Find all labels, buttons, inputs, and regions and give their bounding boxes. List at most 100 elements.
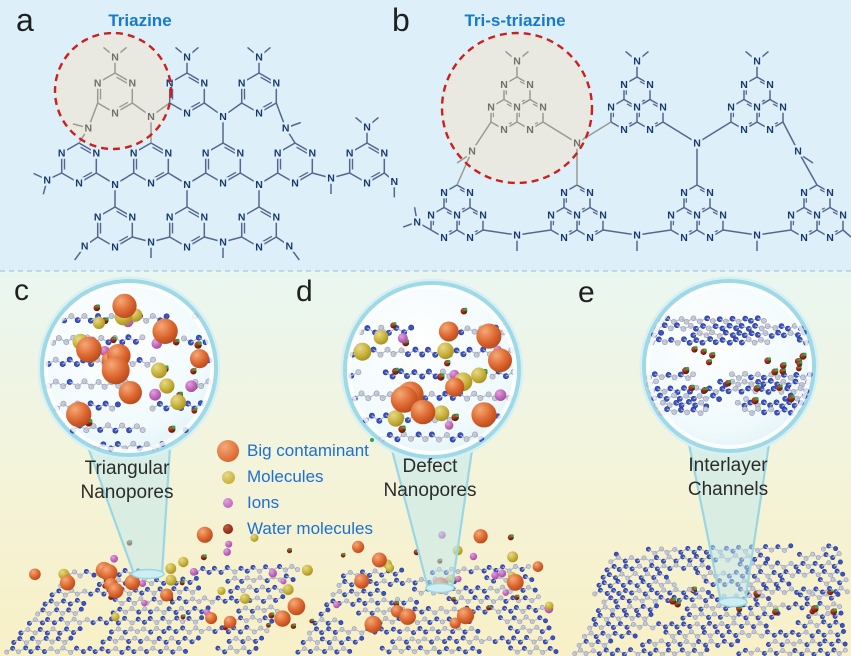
svg-text:N: N <box>693 138 701 150</box>
svg-text:N: N <box>620 124 628 136</box>
svg-text:N: N <box>274 148 282 160</box>
svg-text:N: N <box>560 232 568 244</box>
svg-text:N: N <box>560 187 568 199</box>
svg-text:N: N <box>75 178 83 190</box>
svg-text:N: N <box>81 241 89 253</box>
svg-text:N: N <box>487 102 495 114</box>
svg-text:N: N <box>800 232 808 244</box>
svg-text:N: N <box>130 148 138 160</box>
caption-line: Defect <box>402 456 458 477</box>
svg-text:N: N <box>794 146 802 158</box>
svg-text:N: N <box>238 212 246 224</box>
svg-text:N: N <box>183 52 191 64</box>
svg-text:N: N <box>346 148 354 160</box>
svg-text:N: N <box>753 56 761 68</box>
svg-text:N: N <box>719 210 727 222</box>
svg-text:N: N <box>453 210 461 222</box>
svg-text:N: N <box>539 102 547 114</box>
svg-text:N: N <box>573 210 581 222</box>
legend-label: Ions <box>247 493 280 512</box>
svg-text:N: N <box>826 187 834 199</box>
legend-item-big-contaminant: Big contaminant <box>212 438 373 464</box>
svg-text:N: N <box>753 230 761 242</box>
caption-line: Nanopores <box>383 480 477 501</box>
svg-text:N: N <box>526 79 534 91</box>
svg-text:N: N <box>273 212 281 224</box>
svg-text:N: N <box>620 79 628 91</box>
svg-text:N: N <box>513 230 521 242</box>
svg-text:N: N <box>646 79 654 91</box>
svg-text:N: N <box>667 210 675 222</box>
svg-text:N: N <box>839 210 847 222</box>
svg-text:N: N <box>633 230 641 242</box>
legend: Big contaminant Molecules Ions Water mol… <box>212 438 374 542</box>
svg-text:N: N <box>201 212 209 224</box>
svg-text:N: N <box>740 79 748 91</box>
svg-text:N: N <box>255 242 263 254</box>
svg-text:N: N <box>147 237 155 249</box>
svg-text:N: N <box>599 210 607 222</box>
caption-line: Channels <box>687 479 769 500</box>
svg-text:N: N <box>111 108 119 120</box>
svg-text:N: N <box>706 232 714 244</box>
legend-label: Big contaminant <box>247 441 369 460</box>
svg-text:N: N <box>633 102 641 114</box>
svg-text:N: N <box>219 111 227 123</box>
svg-text:N: N <box>413 217 421 229</box>
svg-text:N: N <box>238 78 246 90</box>
svg-text:N: N <box>526 124 534 136</box>
svg-text:N: N <box>779 102 787 114</box>
panel-e-caption: Interlayer Channels <box>648 454 808 502</box>
svg-text:N: N <box>94 212 102 224</box>
svg-text:N: N <box>219 237 227 249</box>
svg-text:N: N <box>286 241 294 253</box>
svg-text:N: N <box>800 187 808 199</box>
svg-text:N: N <box>111 52 119 64</box>
svg-text:N: N <box>309 148 317 160</box>
svg-text:N: N <box>468 146 476 158</box>
svg-text:N: N <box>680 232 688 244</box>
svg-text:N: N <box>659 102 667 114</box>
svg-text:N: N <box>147 178 155 190</box>
panel-letter-b: b <box>392 2 410 38</box>
svg-text:N: N <box>43 174 51 186</box>
svg-text:N: N <box>201 78 209 90</box>
svg-text:N: N <box>586 232 594 244</box>
legend-label: Water molecules <box>247 519 373 538</box>
svg-text:N: N <box>513 56 521 68</box>
svg-text:N: N <box>391 176 399 188</box>
svg-text:N: N <box>586 187 594 199</box>
panel-b-title: Tri-s-triazine <box>464 11 566 30</box>
svg-text:N: N <box>219 178 227 190</box>
svg-text:N: N <box>291 178 299 190</box>
svg-text:N: N <box>680 187 688 199</box>
svg-text:N: N <box>633 56 641 68</box>
svg-text:N: N <box>693 210 701 222</box>
svg-text:N: N <box>500 124 508 136</box>
svg-text:N: N <box>85 123 93 135</box>
svg-text:N: N <box>753 102 761 114</box>
svg-text:N: N <box>58 148 66 160</box>
svg-text:N: N <box>147 111 155 123</box>
panel-letter-d: d <box>296 275 313 308</box>
svg-text:N: N <box>111 179 119 191</box>
caption-line: Nanopores <box>80 482 174 503</box>
svg-text:N: N <box>513 102 521 114</box>
svg-text:N: N <box>255 108 263 120</box>
svg-text:N: N <box>93 148 101 160</box>
svg-text:N: N <box>183 108 191 120</box>
svg-text:N: N <box>129 212 137 224</box>
svg-text:N: N <box>479 210 487 222</box>
svg-text:N: N <box>202 148 210 160</box>
panel-c-caption: Triangular Nanopores <box>47 457 207 505</box>
ion-sphere-icon <box>212 498 244 508</box>
svg-text:N: N <box>646 124 654 136</box>
svg-text:N: N <box>547 210 555 222</box>
panel-a-title: Triazine <box>108 11 172 30</box>
svg-text:N: N <box>727 102 735 114</box>
svg-text:N: N <box>255 179 263 191</box>
svg-text:N: N <box>766 124 774 136</box>
svg-text:N: N <box>166 78 174 90</box>
water-molecule-sphere-icon <box>212 438 374 534</box>
